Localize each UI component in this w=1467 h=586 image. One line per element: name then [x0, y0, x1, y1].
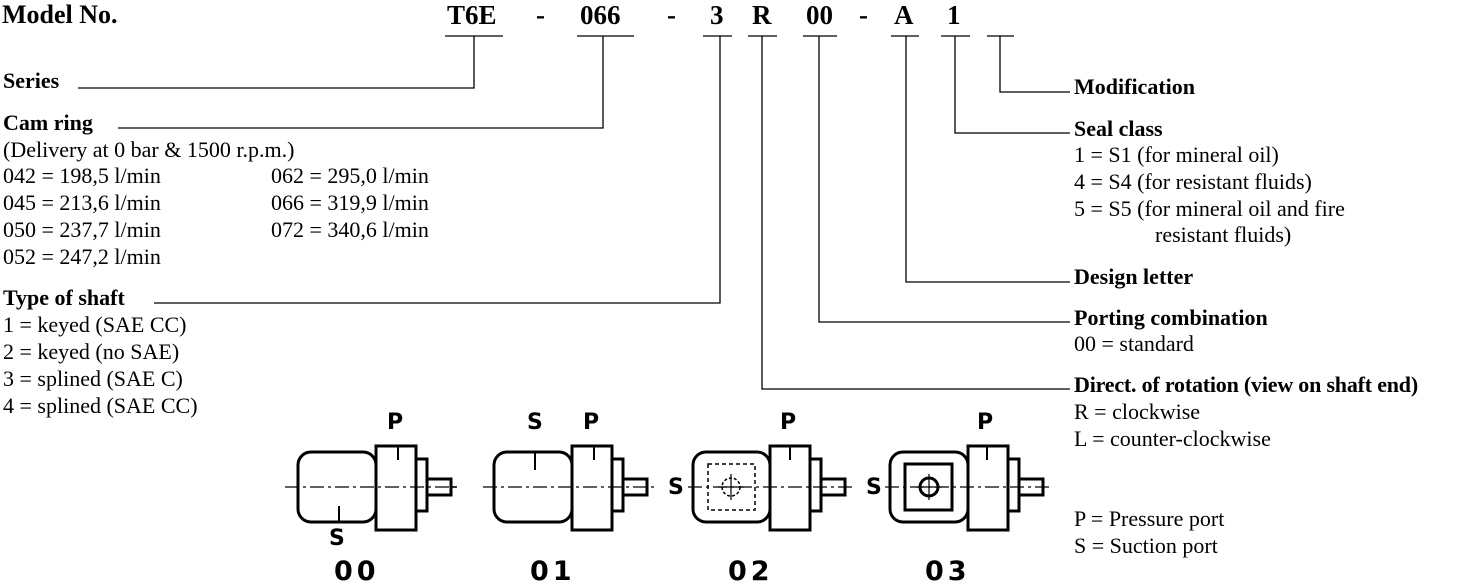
cam-ring-label: Cam ring — [3, 110, 93, 135]
code-dash-1: - — [536, 0, 545, 30]
code-rotation: R — [752, 0, 772, 30]
pump-00-p-label: P — [387, 410, 404, 435]
porting-option: 00 = standard — [1074, 331, 1194, 356]
pump-03-drawing — [885, 444, 1050, 532]
code-porting: 00 — [806, 0, 833, 30]
seal-option: 5 = S5 (for mineral oil and fire — [1074, 196, 1345, 221]
code-seal: 1 — [947, 0, 961, 30]
cam-ring-option: 066 = 319,9 l/min — [271, 190, 429, 215]
seal-option: 4 = S4 (for resistant fluids) — [1074, 169, 1312, 194]
pump-01-s-label: S — [527, 410, 543, 435]
cam-ring-option: 042 = 198,5 l/min — [3, 163, 161, 188]
legend-suction: S = Suction port — [1074, 533, 1218, 558]
rotation-label: Direct. of rotation (view on shaft end) — [1074, 372, 1418, 397]
pump-03-code: 03 — [925, 556, 971, 586]
rotation-option: R = clockwise — [1074, 399, 1201, 424]
seal-option: resistant fluids) — [1155, 222, 1292, 247]
shaft-option: 3 = splined (SAE C) — [3, 366, 183, 391]
code-series: T6E — [447, 0, 497, 30]
cam-ring-option: 062 = 295,0 l/min — [271, 163, 429, 188]
pump-03-s-label: S — [866, 475, 882, 500]
porting-label: Porting combination — [1074, 305, 1268, 330]
cam-ring-option: 052 = 247,2 l/min — [3, 244, 161, 269]
pump-02-drawing — [688, 444, 853, 532]
shaft-label: Type of shaft — [3, 285, 125, 310]
cam-ring-option: 050 = 237,7 l/min — [3, 217, 161, 242]
pump-01-p-label: P — [583, 410, 600, 435]
modification-label: Modification — [1074, 74, 1195, 99]
code-dash-3: - — [859, 0, 868, 30]
cam-ring-option: 072 = 340,6 l/min — [271, 217, 429, 242]
rotation-option: L = counter-clockwise — [1074, 426, 1271, 451]
seal-option: 1 = S1 (for mineral oil) — [1074, 142, 1279, 167]
pump-02-s-label: S — [668, 475, 684, 500]
code-shaft: 3 — [710, 0, 724, 30]
model-no-title: Model No. — [2, 0, 118, 29]
legend-pressure: P = Pressure port — [1074, 506, 1225, 531]
pump-02-p-label: P — [780, 410, 797, 435]
shaft-option: 1 = keyed (SAE CC) — [3, 312, 187, 337]
series-label: Series — [3, 68, 60, 93]
pump-00-drawing — [285, 444, 460, 532]
cam-ring-note: (Delivery at 0 bar & 1500 r.p.m.) — [3, 137, 295, 162]
code-dash-2: - — [667, 0, 676, 30]
pump-00-code: 00 — [334, 556, 380, 586]
cam-ring-option: 045 = 213,6 l/min — [3, 190, 161, 215]
shaft-option: 2 = keyed (no SAE) — [3, 339, 180, 364]
pump-01-drawing — [483, 444, 655, 532]
code-design: A — [894, 0, 914, 30]
pump-00-s-label: S — [329, 526, 345, 551]
pump-02-code: 02 — [728, 556, 774, 586]
pump-01-code: 01 — [530, 556, 576, 586]
code-cam: 066 — [580, 0, 621, 30]
shaft-option: 4 = splined (SAE CC) — [3, 393, 198, 418]
design-letter-label: Design letter — [1074, 264, 1194, 289]
seal-class-label: Seal class — [1074, 116, 1163, 141]
pump-03-p-label: P — [977, 410, 994, 435]
